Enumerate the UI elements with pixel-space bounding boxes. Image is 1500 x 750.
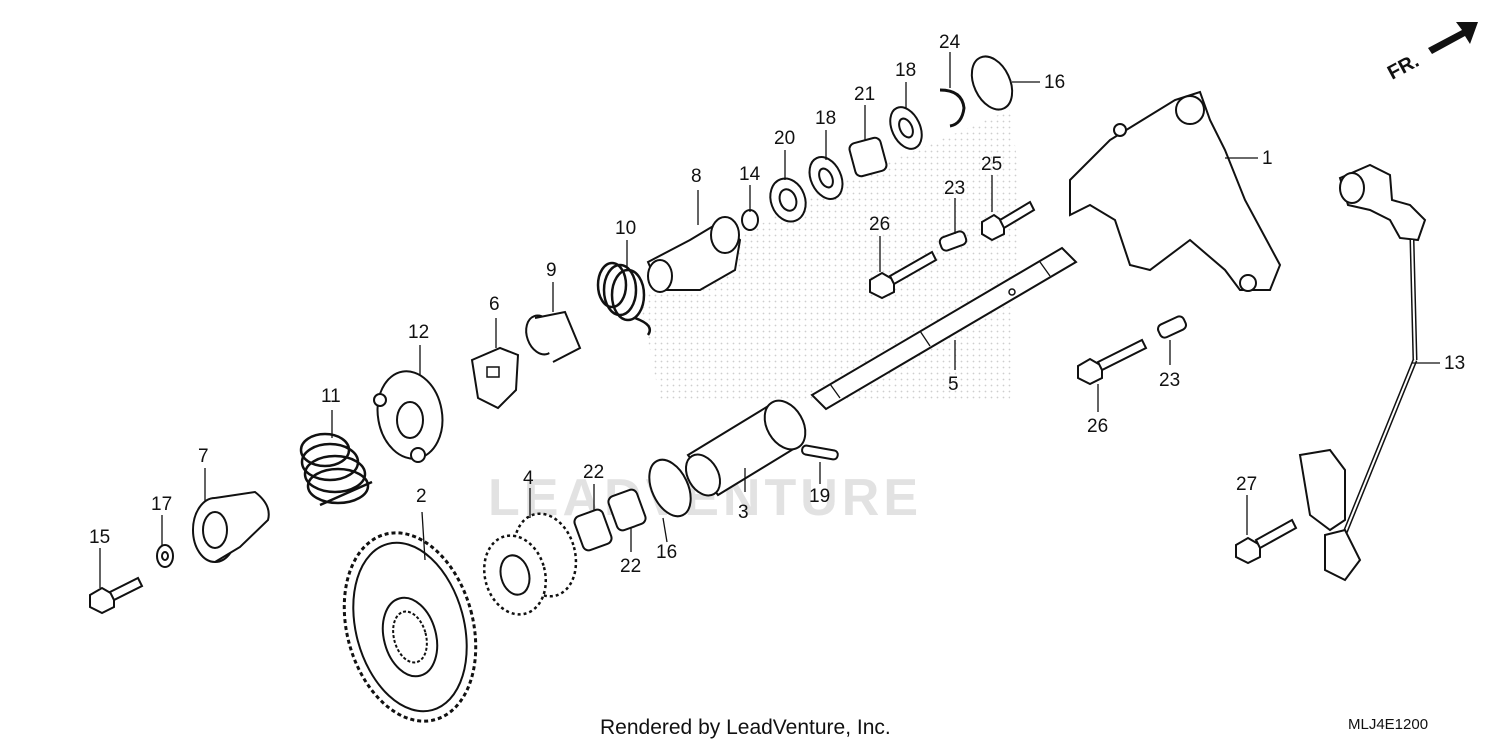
callout-10: 10 [615, 218, 636, 239]
part-3-sleeve [684, 399, 807, 497]
part-4-double-gear [482, 512, 578, 616]
part-12-ratchet [373, 370, 444, 463]
callout-22-upper: 22 [583, 462, 604, 483]
part-22-needle-bearings [573, 488, 647, 552]
callout-21: 21 [854, 84, 875, 105]
callout-8: 8 [691, 166, 702, 187]
front-direction-arrow-icon: FR. [1384, 22, 1478, 84]
callout-16-lower: 16 [656, 542, 677, 563]
leader-lines [99, 52, 1440, 588]
part-26-bolt-upper [869, 250, 938, 300]
callout-16-upper: 16 [1044, 72, 1065, 93]
part-21-needle-bearing [848, 136, 888, 178]
callout-26-lower: 26 [1087, 416, 1108, 437]
callout-18-right: 18 [895, 60, 916, 81]
callout-24: 24 [939, 32, 961, 53]
part-18-washer-b [889, 106, 923, 150]
credit-text: Rendered by LeadVenture, Inc. [600, 716, 891, 739]
part-15-bolt [89, 576, 144, 615]
part-25-bolt [981, 200, 1036, 242]
part-26-bolt-lower [1077, 338, 1148, 386]
part-19-pin [801, 444, 839, 461]
part-9-bush [525, 310, 582, 363]
part-8-spindle [646, 216, 742, 293]
part-17-washer [156, 544, 174, 568]
callout-18-left: 18 [815, 108, 836, 129]
callout-4: 4 [523, 468, 534, 489]
part-24-circlip [939, 88, 966, 128]
part-7-collar [192, 490, 270, 563]
callout-3: 3 [738, 502, 749, 523]
callout-1: 1 [1262, 148, 1273, 169]
callout-12: 12 [408, 322, 429, 343]
callout-7: 7 [198, 446, 209, 467]
callout-17: 17 [151, 494, 172, 515]
callout-26-upper: 26 [869, 214, 890, 235]
callout-19: 19 [809, 486, 830, 507]
callout-11: 11 [321, 386, 341, 407]
part-16-washer-upper [970, 55, 1014, 111]
part-10-torsion-spring [596, 261, 652, 336]
callout-5: 5 [948, 374, 959, 395]
part-14-o-ring [741, 209, 759, 231]
part-16-washer-lower [648, 458, 692, 518]
part-5-shaft [810, 246, 1078, 411]
part-11-spring [299, 432, 373, 507]
part-2-gear [342, 531, 478, 723]
part-1-shift-arm [1069, 90, 1282, 292]
part-6-plate [470, 346, 520, 410]
callout-9: 9 [546, 260, 557, 281]
part-23-dowel-lower [1156, 315, 1188, 339]
callout-2: 2 [416, 486, 427, 507]
part-20-seal [769, 177, 807, 223]
callout-6: 6 [489, 294, 500, 315]
diagram-code: MLJ4E1200 [1348, 716, 1429, 733]
callout-23-lower: 23 [1159, 370, 1180, 391]
part-23-dowel-upper [938, 230, 968, 252]
part-18-washer-a [808, 156, 844, 200]
callout-27: 27 [1236, 474, 1257, 495]
callout-20: 20 [774, 128, 795, 149]
callout-23-upper: 23 [944, 178, 965, 199]
callout-25: 25 [981, 154, 1002, 175]
callout-15: 15 [89, 527, 110, 548]
callout-14: 14 [739, 164, 761, 185]
part-13-shift-link [1298, 163, 1427, 582]
callout-22-lower: 22 [620, 556, 641, 577]
direction-label: FR. [1384, 50, 1423, 85]
callout-13: 13 [1444, 353, 1465, 374]
part-27-bolt [1235, 518, 1298, 565]
